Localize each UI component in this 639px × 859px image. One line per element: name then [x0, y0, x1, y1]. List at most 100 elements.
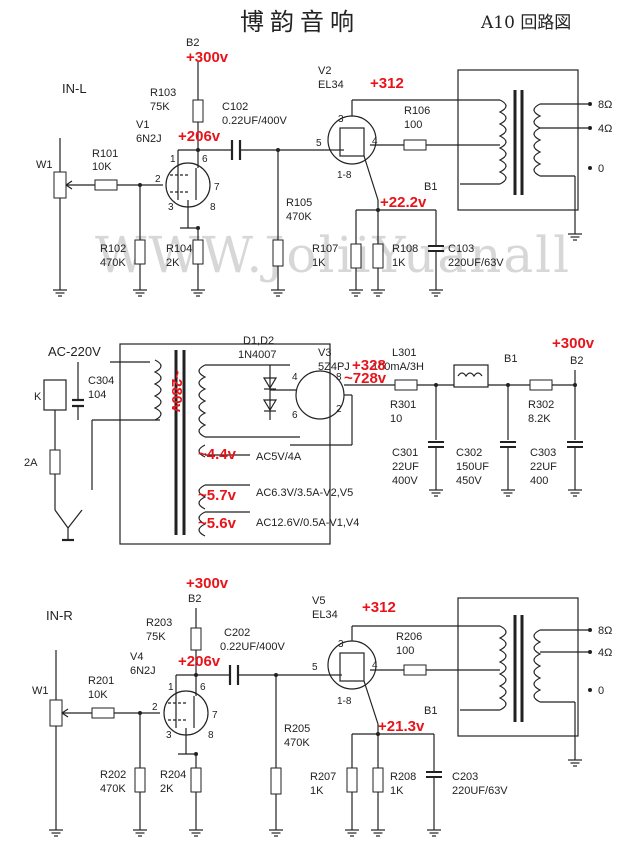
v1-pin2: 2 — [155, 174, 161, 185]
v2-pin5: 5 — [316, 138, 322, 149]
r102-value: 470K — [100, 257, 126, 269]
v1-type: 6N2J — [136, 133, 162, 145]
r207-value: 1K — [310, 785, 324, 797]
page-subtitle: A10 回路図 — [480, 13, 571, 33]
output-transformer-right — [457, 597, 579, 737]
c103-value: 220UF/63V — [448, 257, 504, 269]
v2-heater: 1-8 — [337, 170, 352, 181]
r108-value: 1K — [392, 257, 406, 269]
v3-pin2: 2 — [336, 404, 342, 415]
voltage-b2-right: +300v — [186, 575, 229, 592]
resistor-r106 — [403, 139, 427, 151]
r207-name: R207 — [310, 771, 336, 783]
r106-value: 100 — [404, 119, 422, 131]
tap-4ohm-left: 4Ω — [598, 123, 612, 135]
resistor-r207 — [346, 767, 358, 793]
r107-name: R107 — [312, 243, 338, 255]
resistor-r201 — [91, 707, 115, 719]
v5-pin3: 3 — [338, 639, 344, 650]
c303-value1: 22UF — [530, 461, 557, 473]
v1-pin6: 6 — [202, 154, 208, 165]
r201-value: 10K — [88, 689, 108, 701]
v5-name: V5 — [312, 595, 325, 607]
r205-value: 470K — [284, 737, 310, 749]
c102-value: 0.22UF/400V — [222, 115, 287, 127]
v4-pin3: 3 — [166, 730, 172, 741]
l301-value: 100mA/3H — [372, 361, 424, 373]
r105-value: 470K — [286, 211, 312, 223]
c301-value2: 400V — [392, 475, 418, 487]
r208-value: 1K — [390, 785, 404, 797]
tap-0-right: 0 — [598, 685, 604, 697]
r301-name: R301 — [390, 399, 416, 411]
v5-pin4: 4 — [372, 660, 378, 671]
b1-label-right: B1 — [424, 705, 437, 717]
choke-l301 — [453, 364, 489, 388]
power-switch-k — [43, 379, 67, 411]
input-label-right: IN-R — [46, 608, 73, 623]
r103-value: 75K — [150, 101, 170, 113]
r106-name: R106 — [404, 105, 430, 117]
watermark-text: WWW.JoliiYuanall — [95, 226, 571, 284]
r105-name: R105 — [286, 197, 312, 209]
tap-8ohm-right: 8Ω — [598, 625, 612, 637]
power-transformer — [119, 343, 331, 545]
v1-pin3: 3 — [168, 202, 174, 213]
potentiometer-w1-right — [49, 699, 63, 727]
resistor-r101 — [94, 179, 118, 191]
voltage-63v-winding: ~5.7v — [198, 487, 237, 504]
c302-name: C302 — [456, 447, 482, 459]
winding-ac126v: AC12.6V/0.5A-V1,V4 — [256, 517, 359, 529]
r202-value: 470K — [100, 783, 126, 795]
voltage-v2-plate: +312 — [370, 75, 404, 92]
ac-input-label: AC-220V — [48, 344, 101, 359]
v5-pin5: 5 — [312, 662, 318, 673]
r201-name: R201 — [88, 675, 114, 687]
b2-label-left: B2 — [186, 37, 199, 49]
voltage-v1-plate: +206v — [178, 128, 221, 145]
resistor-r103 — [192, 99, 204, 123]
resistor-r104 — [192, 239, 204, 265]
output-transformer-left — [457, 69, 579, 211]
v2-name: V2 — [318, 65, 331, 77]
left-channel-stage: IN-L W1 R101 10K R102 470K 2 V1 6N2J 1 6… — [36, 37, 612, 297]
v4-pin7: 7 — [212, 710, 218, 721]
v1-name: V1 — [136, 119, 149, 131]
c202-value: 0.22UF/400V — [220, 641, 285, 653]
resistor-r102 — [134, 239, 146, 265]
voltage-b2-left: +300v — [186, 49, 229, 66]
r204-name: R204 — [160, 769, 186, 781]
c302-value1: 150UF — [456, 461, 489, 473]
c303-name: C303 — [530, 447, 556, 459]
voltage-rectifier-out: +328 — [352, 357, 386, 374]
r301-value: 10 — [390, 413, 402, 425]
r302-value: 8.2K — [528, 413, 551, 425]
resistor-r204 — [190, 767, 202, 793]
v3-pin4: 4 — [292, 372, 298, 383]
pentode-v5 — [327, 640, 377, 690]
r206-name: R206 — [396, 631, 422, 643]
c202-name: C202 — [224, 627, 250, 639]
v3-pin8: 8 — [336, 372, 342, 383]
v2-pin3: 3 — [338, 114, 344, 125]
v1-pin7: 7 — [214, 182, 220, 193]
r203-name: R203 — [146, 617, 172, 629]
c302-value2: 450V — [456, 475, 482, 487]
r102-name: R102 — [100, 243, 126, 255]
r107-value: 1K — [312, 257, 326, 269]
v1-pin1: 1 — [170, 154, 176, 165]
potentiometer-w1-left — [53, 171, 67, 199]
r204-value: 2K — [160, 783, 174, 795]
c102-name: C102 — [222, 101, 248, 113]
b2-label-psu: B2 — [570, 355, 583, 367]
b2-label-right: B2 — [188, 593, 201, 605]
voltage-v2-cathode: +22.2v — [380, 194, 427, 211]
r103-name: R103 — [150, 87, 176, 99]
v4-name: V4 — [130, 651, 143, 663]
r302-name: R302 — [528, 399, 554, 411]
tap-8ohm-left: 8Ω — [598, 99, 612, 111]
v4-pin6: 6 — [200, 682, 206, 693]
r104-name: R104 — [166, 243, 192, 255]
diodes-name: D1,D2 — [243, 335, 274, 347]
v4-pin1: 1 — [168, 682, 174, 693]
